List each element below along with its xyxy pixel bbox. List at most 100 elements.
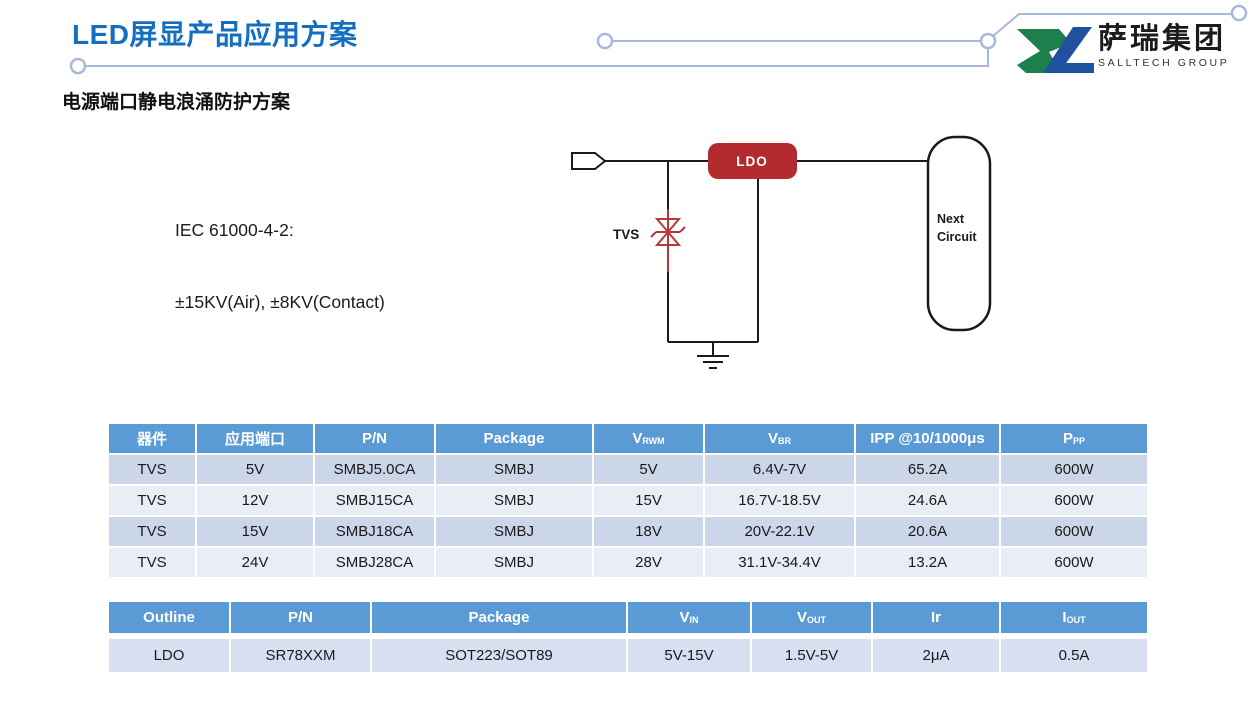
spec-esd-standard: IEC 61000-4-2: xyxy=(175,220,294,240)
header-text: P/N xyxy=(361,430,387,447)
t1-cell: 5V xyxy=(593,454,704,485)
t1-cell: SMBJ xyxy=(435,485,593,516)
header-sub: IN xyxy=(689,614,699,625)
header-text: 应用端口 xyxy=(224,431,285,448)
header-sub: OUT xyxy=(807,614,826,625)
header-text: P xyxy=(1062,430,1073,447)
input-terminal-icon xyxy=(571,152,607,170)
header-text: Outline xyxy=(143,609,195,626)
t1-cell: SMBJ5.0CA xyxy=(314,454,435,485)
t1-cell: 15V xyxy=(593,485,704,516)
t1-cell: 600W xyxy=(1000,454,1148,485)
header-text: I xyxy=(1062,609,1067,626)
t2-cell: SR78XXM xyxy=(230,638,371,673)
t2-header-pn: P/N xyxy=(230,601,371,634)
tvs-diode-icon xyxy=(650,209,686,272)
decor-dot-mid xyxy=(596,32,614,50)
ldo-label: LDO xyxy=(736,154,768,169)
t1-cell: 13.2A xyxy=(855,547,1000,578)
logo-name-en: SALLTECH GROUP xyxy=(1098,57,1230,69)
t1-cell: SMBJ xyxy=(435,516,593,547)
header-text: V xyxy=(796,609,807,626)
t1-cell: SMBJ15CA xyxy=(314,485,435,516)
t1-cell: 24V xyxy=(196,547,314,578)
decor-dot-left xyxy=(69,57,87,75)
t2-cell: 0.5A xyxy=(1000,638,1148,673)
t1-cell: SMBJ xyxy=(435,454,593,485)
t2-header-ir: Ir xyxy=(872,601,1000,634)
t1-cell: SMBJ18CA xyxy=(314,516,435,547)
t1-cell: SMBJ28CA xyxy=(314,547,435,578)
t1-header-package: Package xyxy=(435,423,593,454)
t1-cell: TVS xyxy=(108,547,196,578)
decor-dot-junction xyxy=(979,32,997,50)
header-text: V xyxy=(632,430,643,447)
header-sub: PP xyxy=(1073,435,1086,446)
header-text: 器件 xyxy=(136,431,167,448)
t1-header-device: 器件 xyxy=(108,423,196,454)
header-text: V xyxy=(679,609,690,626)
t1-cell: 600W xyxy=(1000,516,1148,547)
logo-mark-blue-stripe xyxy=(1043,27,1092,73)
next-circuit-label-line1: Next xyxy=(937,212,965,226)
t1-cell: 31.1V-34.4V xyxy=(704,547,855,578)
t2-header-outline: Outline xyxy=(108,601,230,634)
t1-cell: 65.2A xyxy=(855,454,1000,485)
t1-cell: 18V xyxy=(593,516,704,547)
header-text: Ir xyxy=(930,609,941,626)
logo-mark xyxy=(1017,27,1094,73)
t2-cell: LDO xyxy=(108,638,230,673)
t1-cell: TVS xyxy=(108,454,196,485)
decor-connector-lines xyxy=(69,4,1248,75)
section-subtitle: 电源端口静电浪涌防护方案 xyxy=(62,92,291,113)
header-text: Package xyxy=(468,609,530,626)
t1-cell: TVS xyxy=(108,485,196,516)
header-text: Package xyxy=(483,430,545,447)
next-circuit-label-line2: Circuit xyxy=(937,230,977,244)
logo-name-cn: 萨瑞集团 xyxy=(1098,23,1227,55)
header-sub: BR xyxy=(778,435,791,446)
logo-mark-green-shape xyxy=(1017,29,1071,73)
decor-line-lower xyxy=(86,48,989,67)
t2-cell: SOT223/SOT89 xyxy=(371,638,627,673)
header-text: V xyxy=(767,430,778,447)
ldo-block xyxy=(708,143,797,179)
tvs-label: TVS xyxy=(613,227,639,242)
spacer xyxy=(175,362,398,385)
t1-cell: 12V xyxy=(196,485,314,516)
t1-cell: 28V xyxy=(593,547,704,578)
t1-cell: 600W xyxy=(1000,547,1148,578)
t1-cell: TVS xyxy=(108,516,196,547)
circuit-diagram: TVS LDO Next Circuit xyxy=(571,135,992,369)
t1-cell: 16.7V-18.5V xyxy=(704,485,855,516)
t2-cell: 2μA xyxy=(872,638,1000,673)
decor-dot-right xyxy=(1230,4,1248,22)
t1-cell: 15V xyxy=(196,516,314,547)
t1-header-ipp: IPP @10/1000μs xyxy=(855,423,1000,454)
t1-cell: 6.4V-7V xyxy=(704,454,855,485)
header-sub: OUT xyxy=(1066,614,1086,625)
t1-cell: 5V xyxy=(196,454,314,485)
t1-header-pn: P/N xyxy=(314,423,435,454)
page-title: LED屏显产品应用方案 xyxy=(72,19,358,50)
t1-header-port: 应用端口 xyxy=(196,423,314,454)
t1-cell: 20V-22.1V xyxy=(704,516,855,547)
header-text: P/N xyxy=(287,609,313,626)
header-sub: RWM xyxy=(642,435,665,446)
t1-cell: SMBJ xyxy=(435,547,593,578)
t2-cell: 1.5V-5V xyxy=(751,638,872,673)
spec-esd-value: ±15KV(Air), ±8KV(Contact) xyxy=(175,292,385,312)
t1-cell: 20.6A xyxy=(855,516,1000,547)
t2-cell: 5V-15V xyxy=(627,638,751,673)
t1-cell: 24.6A xyxy=(855,485,1000,516)
decor-line-diagonal xyxy=(992,13,1231,37)
